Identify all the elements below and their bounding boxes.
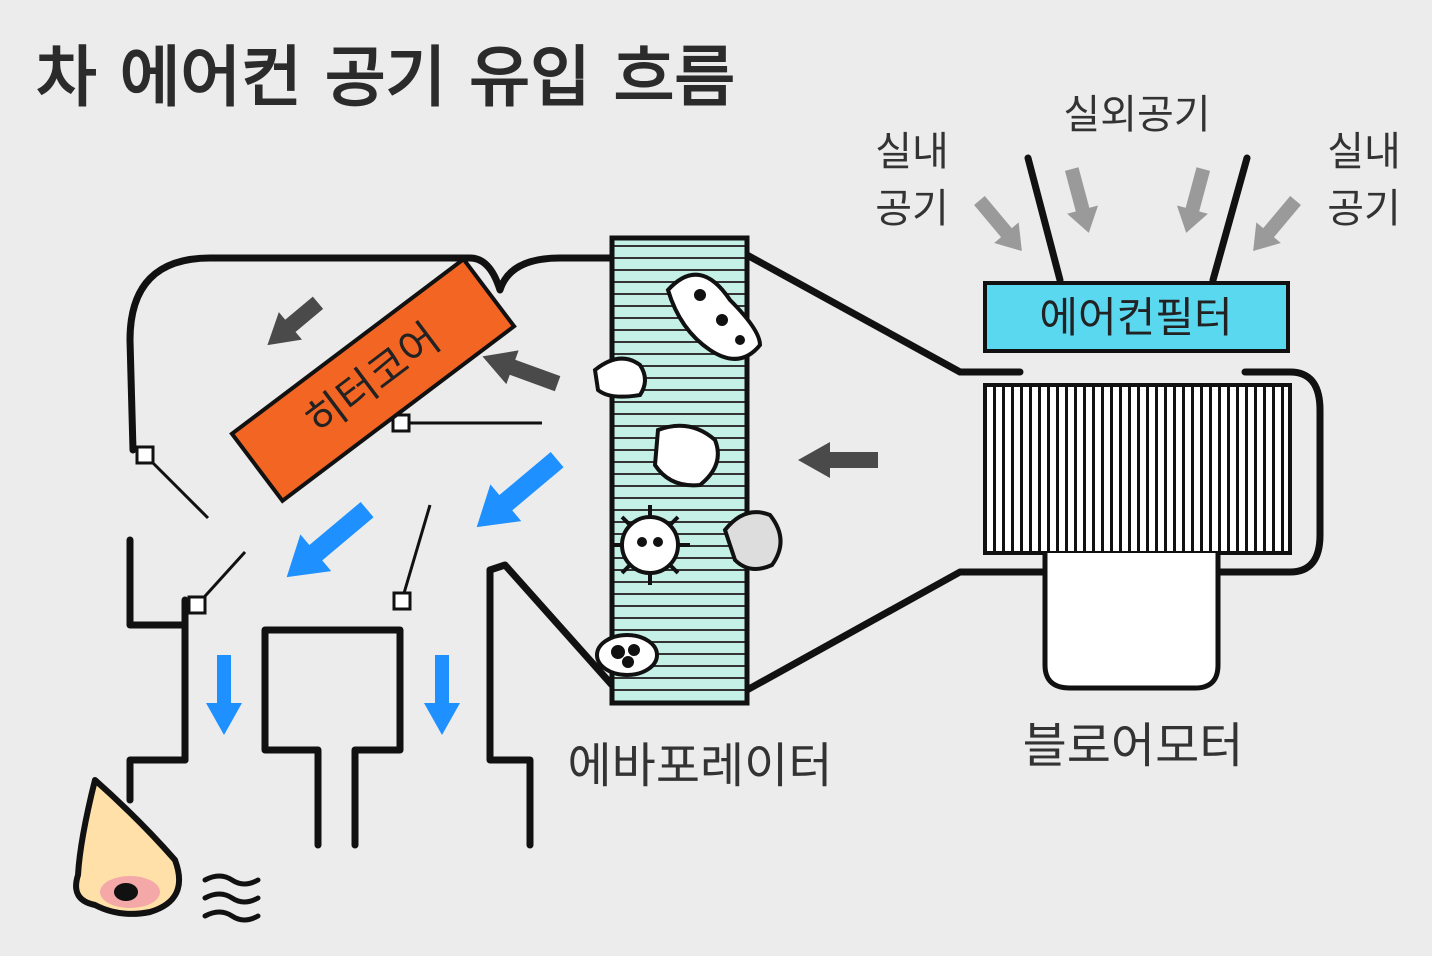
arrow-icon <box>482 350 561 392</box>
arrow-icon <box>974 195 1022 252</box>
breath-icon <box>202 873 261 923</box>
arrow-icon <box>1176 167 1211 233</box>
germ-icon <box>652 423 720 488</box>
duct-outline <box>126 251 1324 849</box>
arrow-icon <box>798 442 878 478</box>
blower-motor-label: 블로어모터 <box>1023 718 1244 774</box>
germ-icon <box>595 633 659 677</box>
bacteria-icon <box>665 272 763 361</box>
virus-icon <box>610 505 690 585</box>
nose-icon <box>73 777 182 917</box>
arrow-icon <box>267 296 324 346</box>
ac-filter: 에어컨필터 <box>983 281 1290 353</box>
gray-arrows <box>974 167 1301 252</box>
indoor-air-left-line2: 공기 <box>875 186 949 232</box>
arrow-icon <box>424 655 460 735</box>
arrow-icon <box>476 451 564 528</box>
germ-icon <box>722 510 783 571</box>
damper-flaps <box>135 413 542 615</box>
page-title: 차 에어컨 공기 유입 흐름 <box>36 39 735 116</box>
arrow-icon <box>1253 195 1301 252</box>
ac-filter-label: 에어컨필터 <box>1039 293 1232 342</box>
indoor-air-right-line1: 실내 <box>1327 129 1401 175</box>
arrow-icon <box>286 501 374 578</box>
evaporator <box>592 235 783 706</box>
outdoor-intake <box>1024 154 1251 284</box>
germ-icon <box>592 356 647 399</box>
outdoor-air-label: 실외공기 <box>1063 92 1210 138</box>
evaporator-label: 에바포레이터 <box>568 738 833 794</box>
indoor-air-right-line2: 공기 <box>1327 186 1401 232</box>
arrow-icon <box>1064 167 1099 233</box>
cold-air-arrows <box>206 451 564 735</box>
indoor-air-left-line1: 실내 <box>875 129 949 175</box>
arrow-icon <box>206 655 242 735</box>
heater-core: 히터코어 <box>229 256 517 504</box>
blower-motor <box>983 383 1292 691</box>
dark-arrows <box>267 296 878 478</box>
